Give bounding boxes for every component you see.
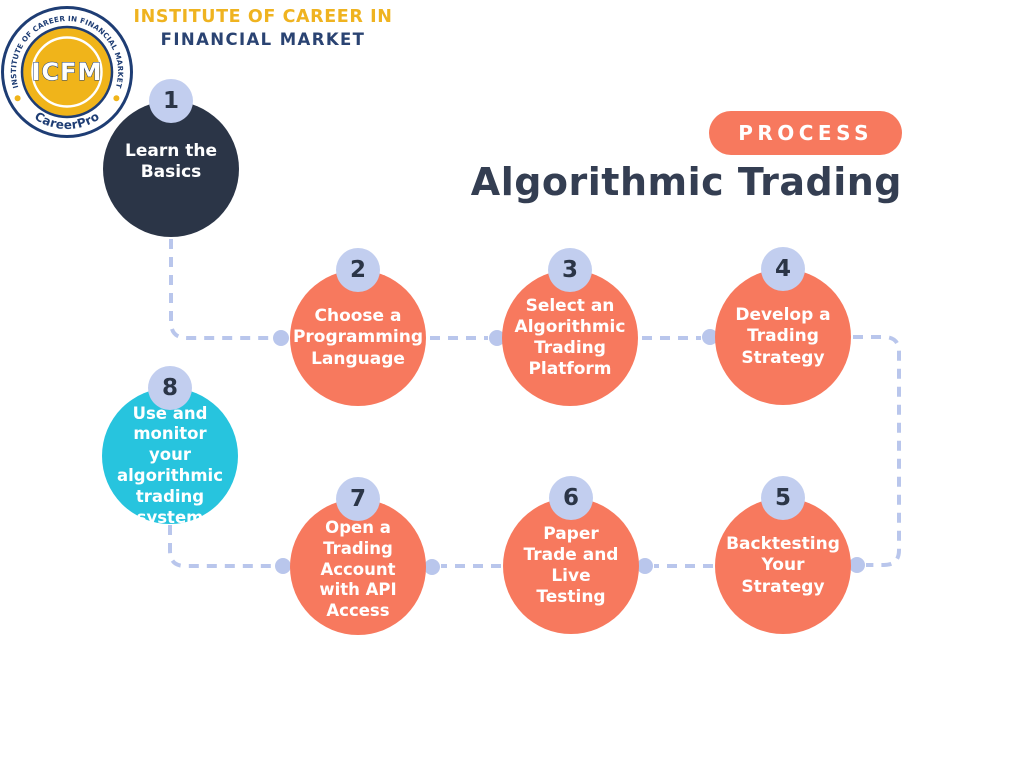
step-3-circle: Select an Algorithmic Trading Platform (502, 270, 638, 406)
logo-gold-disc (20, 25, 114, 119)
step-4-label: Develop a Trading Strategy (735, 305, 831, 368)
step-8-label: Use and monitor your algorithmic trading… (117, 403, 223, 527)
step-1-circle: Learn the Basics (103, 101, 239, 237)
icfm-logo: INSTITUTE OF CAREER IN FINANCIAL MARKET … (1, 6, 133, 138)
step-4-number-badge: 4 (761, 247, 805, 291)
step-6-number-badge: 6 (549, 476, 593, 520)
connector-1-2 (169, 239, 272, 340)
step-5-label: Backtesting Your Strategy (726, 534, 840, 597)
step-8-circle: Use and monitor your algorithmic trading… (102, 388, 238, 527)
title-block: PROCESS Algorithmic Trading (471, 111, 902, 204)
step-5-number-badge: 5 (761, 476, 805, 520)
step-2: Choose a Programming Language 2 (290, 248, 426, 406)
step-2-label: Choose a Programming Language (292, 306, 424, 369)
step-5: Backtesting Your Strategy 5 (715, 476, 851, 634)
step-5-circle: Backtesting Your Strategy (715, 498, 851, 634)
connector-7-8 (168, 525, 274, 568)
step-1-number-badge: 1 (149, 79, 193, 123)
connector-dots (273, 329, 865, 575)
logo-left-dot (14, 95, 21, 102)
step-4-circle: Develop a Trading Strategy (715, 269, 851, 405)
brand-header-line2: FINANCIAL MARKET (160, 29, 366, 49)
step-3-label: Select an Algorithmic Trading Platform (514, 295, 626, 380)
logo-monogram: ICFM (32, 58, 103, 86)
step-2-number-badge: 2 (336, 248, 380, 292)
brand-header: INSTITUTE OF CAREER IN FINANCIAL MARKET (118, 7, 408, 51)
step-7-circle: Open a Trading Account with API Access (290, 499, 426, 635)
connector-4-5 (853, 335, 901, 567)
step-6-circle: Paper Trade and Live Testing (503, 498, 639, 634)
step-6-label: Paper Trade and Live Testing (523, 523, 619, 608)
step-4: Develop a Trading Strategy 4 (715, 247, 851, 405)
step-7: Open a Trading Account with API Access 7 (290, 477, 426, 635)
logo-inner-keyline (31, 36, 103, 108)
step-7-label: Open a Trading Account with API Access (319, 518, 397, 621)
step-3: Select an Algorithmic Trading Platform 3 (502, 248, 638, 406)
step-7-number-badge: 7 (336, 477, 380, 521)
logo-tagline: CareerPro (32, 109, 102, 132)
process-badge: PROCESS (709, 111, 902, 155)
step-8: Use and monitor your algorithmic trading… (102, 366, 238, 527)
step-3-number-badge: 3 (548, 248, 592, 292)
step-6: Paper Trade and Live Testing 6 (503, 476, 639, 634)
brand-header-line1: INSTITUTE OF CAREER IN (133, 7, 393, 27)
step-1: Learn the Basics 1 (103, 79, 239, 237)
step-1-label: Learn the Basics (125, 140, 217, 182)
logo-right-dot (113, 95, 120, 102)
step-8-number-badge: 8 (148, 366, 192, 410)
page-title: Algorithmic Trading (470, 160, 902, 204)
step-2-circle: Choose a Programming Language (290, 270, 426, 406)
